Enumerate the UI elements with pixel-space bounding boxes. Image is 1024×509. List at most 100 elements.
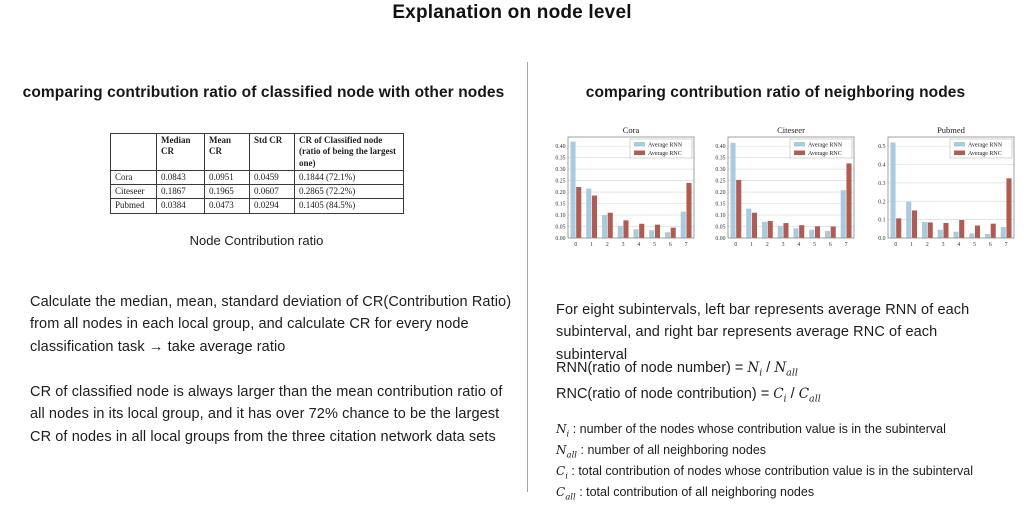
bar-rnn — [1000, 226, 1006, 238]
row-label: Citeseer — [110, 183, 157, 200]
y-tick-label: 0.00 — [555, 236, 565, 242]
legend-label: Average RNN — [808, 142, 843, 148]
bar-rnc — [670, 227, 676, 238]
y-tick-label: 0.20 — [715, 190, 725, 196]
legend-box — [789, 138, 853, 159]
bar-rnn — [570, 141, 576, 238]
formula-rnn-divide: / — [762, 360, 775, 376]
x-tick-label: 0 — [574, 242, 577, 248]
bar-rnn — [793, 228, 799, 238]
formula-rnc-denominator: Call — [798, 385, 821, 405]
bar-rnc — [686, 182, 692, 238]
formula-rnn-numerator: Ni — [747, 360, 763, 379]
table-header-std: Std CR — [249, 133, 295, 171]
x-tick-label: 3 — [782, 242, 785, 248]
bar-rnc — [783, 223, 789, 238]
cell-median: 0.0384 — [156, 198, 205, 214]
x-tick-label: 1 — [750, 242, 753, 248]
y-tick-label: 0.10 — [715, 213, 725, 219]
legend-label: Average RNC — [968, 151, 1002, 157]
chart-title: Citeseer — [777, 125, 805, 135]
legend-label: Average RNC — [808, 151, 842, 157]
cell-mean: 0.0473 — [204, 198, 250, 214]
y-tick-label: 0.25 — [715, 179, 725, 185]
x-tick-label: 2 — [766, 242, 769, 248]
x-tick-label: 7 — [1005, 242, 1008, 248]
bar-chart-svg: Cora0.000.050.100.150.200.250.300.350.40… — [555, 125, 695, 248]
bar-rnn — [937, 229, 943, 238]
cell-std: 0.0607 — [249, 183, 295, 200]
y-tick-label: 0.20 — [555, 190, 565, 196]
y-tick-label: 0.3 — [878, 181, 885, 187]
page-title: Explanation on node level — [392, 2, 632, 23]
bar-rnn — [921, 222, 928, 238]
bar-rnc — [767, 221, 773, 238]
right-section-heading: comparing contribution ratio of neighbor… — [585, 84, 966, 101]
cell-cr: 0.1844 (72.1%) — [294, 169, 404, 186]
left-paragraph-2: CR of classified node is always larger t… — [30, 383, 503, 445]
bar-rnc — [990, 223, 996, 238]
definition-nall: Nall : number of all neighboring nodes — [556, 443, 767, 461]
formula-rnn: RNN(ratio of node number) = Ni / Nall — [556, 358, 1008, 381]
x-tick-label: 7 — [845, 242, 848, 248]
cell-std: 0.0294 — [249, 198, 295, 214]
table-caption: Node Contribution ratio — [189, 233, 324, 248]
bar-rnn — [601, 215, 608, 238]
x-tick-label: 3 — [942, 242, 945, 248]
x-tick-label: 7 — [685, 242, 688, 248]
bar-rnn — [730, 142, 736, 238]
x-tick-label: 1 — [910, 242, 913, 248]
y-tick-label: 0.05 — [715, 225, 725, 231]
x-tick-label: 6 — [829, 242, 832, 248]
cell-mean: 0.0951 — [204, 169, 250, 186]
definition-ci: Ci : total contribution of nodes whose c… — [556, 464, 974, 482]
cell-median: 0.1867 — [156, 183, 205, 200]
bar-rnn — [890, 142, 896, 238]
bar-rnn — [746, 208, 752, 238]
legend-label: Average RNN — [648, 142, 683, 148]
bar-rnn — [761, 221, 768, 238]
bar-chart-svg: Citeseer0.000.050.100.150.200.250.300.35… — [715, 125, 855, 248]
legend-label: Average RNC — [648, 151, 682, 157]
bar-rnc — [943, 222, 949, 238]
x-tick-label: 2 — [926, 242, 929, 248]
x-tick-label: 5 — [973, 242, 976, 248]
bar-rnc — [576, 187, 582, 238]
y-tick-label: 0.4 — [878, 163, 885, 169]
formula-rnn-lhs: RNN(ratio of node number) = — [556, 360, 748, 376]
bar-rnc — [591, 195, 598, 238]
formula-rnc-lhs: RNC(ratio of node contribution) = — [556, 385, 774, 402]
x-tick-label: 5 — [813, 242, 816, 248]
row-label: Pubmed — [110, 198, 157, 214]
bar-rnc — [846, 163, 852, 238]
legend-swatch — [634, 150, 645, 155]
legend-swatch — [794, 150, 805, 155]
formula-rnc: RNC(ratio of node contribution) = Ci / C… — [556, 384, 1008, 407]
table-header-blank — [110, 133, 157, 171]
bar-rnc — [896, 218, 902, 238]
left-section-heading: comparing contribution ratio of classifi… — [22, 84, 505, 101]
table-row: Cora 0.0843 0.0951 0.0459 0.1844 (72.1%) — [110, 169, 404, 186]
y-tick-label: 0.40 — [555, 144, 565, 150]
bar-rnc — [814, 226, 821, 238]
bar-rnc — [607, 212, 613, 238]
bar-rnn — [906, 201, 912, 238]
table-header-cr: CR of Classified node (ratio of being th… — [294, 133, 404, 171]
bar-rnn — [840, 190, 846, 238]
x-tick-label: 4 — [637, 242, 640, 248]
cell-std: 0.0459 — [249, 169, 295, 186]
legend-swatch — [634, 142, 645, 147]
formula-rnn-denominator: Nall — [774, 360, 798, 379]
x-tick-label: 5 — [653, 242, 656, 248]
plot-border — [567, 136, 695, 239]
left-paragraph-1: Calculate the median, mean, standard dev… — [30, 293, 512, 355]
bar-rnc — [799, 225, 805, 238]
table-row: Citeseer 0.1867 0.1965 0.0607 0.2865 (72… — [110, 183, 404, 200]
definition-ni: Ni : number of the nodes whose contribut… — [556, 422, 946, 440]
y-tick-label: 0.00 — [715, 236, 725, 242]
